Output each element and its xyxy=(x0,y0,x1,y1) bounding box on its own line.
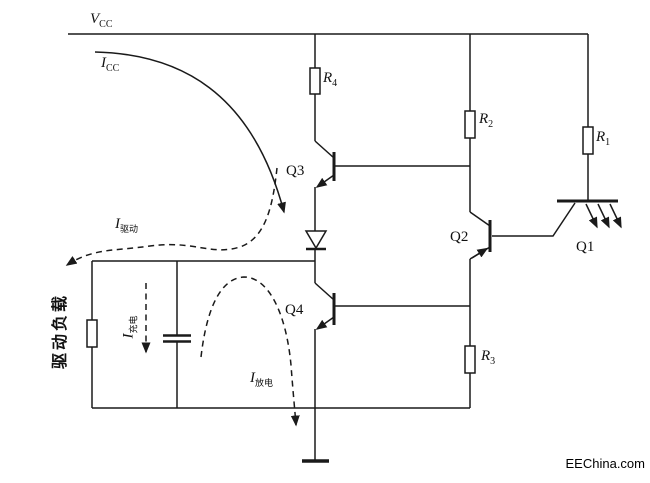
transistor-q3 xyxy=(314,140,470,188)
icc-current-path xyxy=(94,51,286,214)
resistor-r4 xyxy=(309,67,321,95)
watermark-text: EEChina.com xyxy=(565,456,645,471)
q2-emitter-arrow xyxy=(471,247,489,259)
q2-collector xyxy=(469,211,491,227)
idischarge-current-path xyxy=(200,276,300,427)
resistor-r3 xyxy=(464,345,476,374)
load-resistor xyxy=(86,319,98,348)
r3-label: R3 xyxy=(481,348,496,367)
r1-label: R1 xyxy=(596,129,611,148)
q4-label: Q4 xyxy=(285,302,304,318)
idrive-current-path xyxy=(65,167,278,266)
q1-arrow-3 xyxy=(609,203,622,229)
vcc-label: VCC xyxy=(90,11,113,30)
transistor-q2 xyxy=(469,202,576,260)
idrive-current-label: I驱动 xyxy=(115,216,139,234)
icharge-current-label: I充电 xyxy=(120,315,139,339)
diode-triangle xyxy=(304,230,328,250)
q1-label: Q1 xyxy=(576,239,595,255)
diode xyxy=(304,230,328,251)
r4-label: R4 xyxy=(323,70,338,89)
icc-current-label: ICC xyxy=(101,55,120,74)
q2-base-wire xyxy=(492,202,576,237)
transistor-q4 xyxy=(314,282,470,330)
q2-label: Q2 xyxy=(450,229,469,245)
resistor-r2 xyxy=(464,110,476,139)
q3-label: Q3 xyxy=(286,163,305,179)
load-network xyxy=(86,261,470,409)
r2-label: R2 xyxy=(479,111,494,130)
q4-emitter xyxy=(315,316,335,330)
q3-collector xyxy=(314,140,335,159)
q3-emitter xyxy=(315,174,335,188)
q4-collector xyxy=(314,282,335,301)
idischarge-current-label: I放电 xyxy=(250,370,274,388)
q1-arrow-2 xyxy=(597,203,610,229)
resistor-r1 xyxy=(582,126,594,155)
transistor-q1 xyxy=(557,199,622,229)
drive-load-label: 驱动负载 xyxy=(52,292,69,370)
ground-symbol xyxy=(302,408,329,463)
q1-arrow-1 xyxy=(585,203,598,229)
